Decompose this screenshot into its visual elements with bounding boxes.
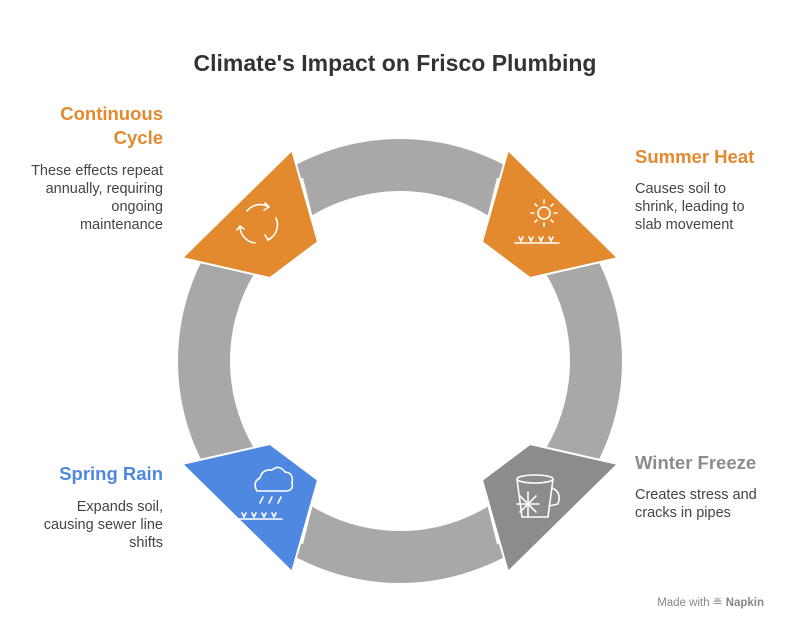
label-continuous-line2: Cycle (113, 127, 163, 148)
diagram-title: Climate's Impact on Frisco Plumbing (193, 50, 597, 76)
segment-continuous-cycle (181, 149, 319, 279)
label-winter-freeze: Winter Freeze (635, 452, 757, 473)
desc-spring-rain: Expands soil, causing sewer line shifts (44, 498, 163, 552)
made-with-text: Made with (657, 597, 710, 609)
cycle-ring (178, 139, 622, 583)
segment-winter-freeze (481, 443, 619, 573)
desc-winter-freeze: Creates stress and cracks in pipes (635, 486, 757, 522)
desc-line: slab movement (635, 217, 734, 233)
made-with-napkin: Made with ≝ Napkin (657, 595, 764, 609)
desc-line: Causes soil to (635, 181, 727, 197)
desc-line: annually, requiring (45, 181, 163, 197)
cycle-arrows-icon (236, 202, 279, 244)
label-continuous-cycle: Continuous Cycle (60, 102, 163, 150)
desc-line: Creates stress and (635, 487, 757, 503)
desc-line: causing sewer line (43, 517, 163, 533)
napkin-brand: Napkin (725, 597, 764, 609)
napkin-logo-icon: ≝ (712, 597, 723, 609)
frozen-bucket-icon (516, 474, 560, 518)
desc-continuous-cycle: These effects repeat annually, requiring… (31, 162, 163, 234)
segment-spring-rain (181, 443, 319, 573)
label-spring-rain: Spring Rain (59, 463, 163, 484)
desc-line: cracks in pipes (635, 505, 731, 521)
desc-line: shifts (129, 535, 163, 551)
sun-over-ground-icon (514, 199, 560, 244)
desc-line: ongoing (111, 199, 163, 215)
desc-summer-heat: Causes soil to shrink, leading to slab m… (635, 180, 745, 234)
desc-line: maintenance (79, 217, 163, 233)
rain-cloud-icon (237, 466, 294, 520)
desc-line: These effects repeat (31, 163, 163, 179)
desc-line: shrink, leading to (635, 199, 745, 215)
desc-line: Expands soil, (76, 499, 163, 515)
label-continuous-line1: Continuous (60, 103, 163, 124)
label-summer-heat: Summer Heat (635, 146, 755, 167)
